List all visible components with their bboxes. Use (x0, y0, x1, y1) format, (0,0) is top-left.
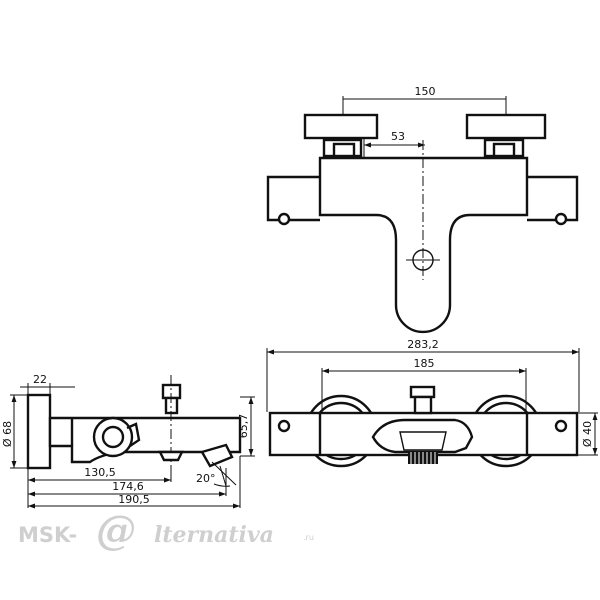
top-dim-150: 150 (415, 85, 436, 98)
top-dim-53: 53 (391, 130, 405, 143)
front-spout (371, 418, 474, 454)
watermark-suffix: .ru (303, 533, 314, 542)
watermark-rest: lternativa (154, 522, 274, 548)
top-left-nut (277, 212, 291, 226)
side-handle-lever (126, 422, 141, 447)
side-dim-1905: 190,5 (118, 493, 150, 506)
side-dim-d68: Ø 68 (1, 421, 14, 447)
front-dim-185: 185 (414, 357, 435, 370)
front-diverter-cap (409, 385, 436, 399)
front-right-nut (554, 419, 568, 433)
front-diverter-stem (413, 395, 433, 415)
top-left-connector (266, 175, 320, 222)
front-view: 283,2 185 Ø 40 (266, 338, 598, 468)
top-right-handle (465, 113, 547, 140)
front-dim-d40: Ø 40 (581, 421, 594, 447)
front-dim-283: 283,2 (407, 338, 439, 351)
side-dim-657: 65,7 (237, 414, 250, 439)
watermark-at: @ (96, 507, 136, 554)
front-left-nut (277, 419, 291, 433)
top-view: 150 53 (266, 85, 579, 334)
top-left-stem-nut (332, 142, 356, 158)
top-left-handle (303, 113, 379, 140)
top-body (318, 156, 529, 334)
side-bottom-outlet (158, 450, 184, 462)
side-dim-1746: 174,6 (112, 480, 144, 493)
side-dim-22: 22 (33, 373, 47, 386)
side-dim-1305: 130,5 (84, 466, 116, 479)
top-right-stem-nut (492, 142, 516, 158)
top-right-connector (527, 175, 579, 222)
side-angle-arc (213, 483, 231, 487)
side-dim-angle: 20° (196, 472, 216, 485)
side-handle-hub (101, 425, 125, 449)
side-angle-line-1 (211, 461, 237, 486)
side-shower-outlet (200, 443, 234, 468)
side-view: 20° 22 Ø 68 65,7 130,5 174,6 190,5 (1, 373, 255, 509)
watermark-brand: MSK- (18, 523, 77, 547)
top-right-nut (554, 212, 568, 226)
side-wall-flange (26, 393, 52, 470)
side-angle-line-2 (219, 465, 227, 487)
front-spout-inner (399, 431, 447, 451)
watermark-logo: MSK- @ lternativa .ru (18, 507, 314, 554)
